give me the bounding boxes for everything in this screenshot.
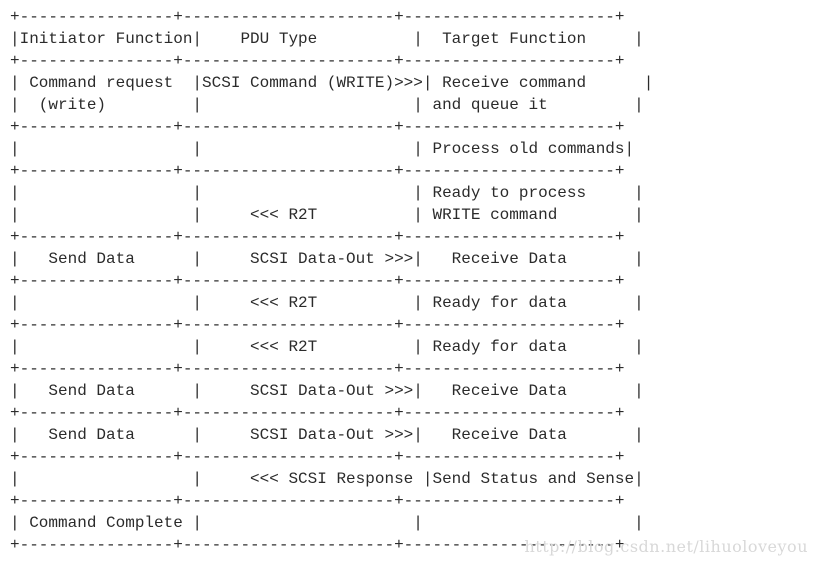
- table-row-line: | Send Data | SCSI Data-Out >>>| Receive…: [10, 250, 644, 268]
- table-border-line: +----------------+----------------------…: [10, 118, 625, 136]
- table-row-line: | | | Process old commands|: [10, 140, 635, 158]
- table-row-line: |Initiator Function| PDU Type | Target F…: [10, 30, 644, 48]
- table-row-line: | Command Complete | | |: [10, 514, 644, 532]
- watermark: http://blog.csdn.net/lihuoloveyou: [524, 537, 808, 556]
- table-row-line: | Command request |SCSI Command (WRITE)>…: [10, 74, 654, 92]
- table-row-line: | | <<< R2T | Ready for data |: [10, 294, 644, 312]
- table-row-line: | (write) | | and queue it |: [10, 96, 644, 114]
- table-border-line: +----------------+----------------------…: [10, 8, 625, 26]
- table-row-line: | | <<< SCSI Response |Send Status and S…: [10, 470, 644, 488]
- table-border-line: +----------------+----------------------…: [10, 228, 625, 246]
- table-row-line: | Send Data | SCSI Data-Out >>>| Receive…: [10, 426, 644, 444]
- table-border-line: +----------------+----------------------…: [10, 316, 625, 334]
- table-row-line: | | <<< R2T | WRITE command |: [10, 206, 644, 224]
- table-border-line: +----------------+----------------------…: [10, 404, 625, 422]
- table-border-line: +----------------+----------------------…: [10, 162, 625, 180]
- table-border-line: +----------------+----------------------…: [10, 360, 625, 378]
- table-border-line: +----------------+----------------------…: [10, 492, 625, 510]
- table-border-line: +----------------+----------------------…: [10, 272, 625, 290]
- table-row-line: | Send Data | SCSI Data-Out >>>| Receive…: [10, 382, 644, 400]
- table-border-line: +----------------+----------------------…: [10, 448, 625, 466]
- iscsi-write-sequence-table: +----------------+----------------------…: [10, 6, 653, 556]
- table-border-line: +----------------+----------------------…: [10, 52, 625, 70]
- table-row-line: | | | Ready to process |: [10, 184, 644, 202]
- table-border-line: +----------------+----------------------…: [10, 536, 625, 554]
- table-row-line: | | <<< R2T | Ready for data |: [10, 338, 644, 356]
